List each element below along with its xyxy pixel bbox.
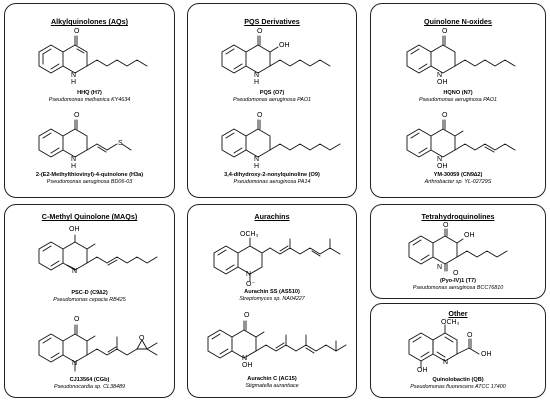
structure-quinolobactin	[408, 324, 480, 369]
atom-sulfur: S	[118, 140, 123, 147]
structure-pqs	[221, 35, 331, 74]
atom-oxygen: O	[442, 28, 448, 35]
structure-cj13564	[38, 324, 158, 372]
panel-other: Other OCH₃ O OH N OH Quinolobactin (QB) …	[370, 303, 546, 398]
structure-pyo-iv	[408, 228, 508, 272]
panel-title: Alkylquinolones (AQs)	[50, 17, 129, 26]
compound-name: Aurachin C (AC15)	[247, 376, 297, 382]
atom-carboxyl-hydroxyl: OH	[481, 351, 492, 358]
atom-oxygen: O	[257, 28, 263, 35]
structure-h3a	[38, 119, 132, 158]
compound-name: HHQ (H7)	[77, 90, 102, 96]
atom-oxygen: O	[442, 112, 448, 119]
panel-c-methyl-quinolones: C-Methyl Quinolone (MAQs) OH N PSC-D (C9…	[4, 204, 175, 398]
compound-source: Pseudonocardia sp. CL38489	[53, 384, 126, 390]
atom-nh: N	[437, 264, 443, 271]
atom-oxygen: O	[74, 112, 80, 119]
atom-oxygen: O	[443, 222, 449, 229]
compound-source: Pseudomonas fluorescens ATCC 17400	[410, 384, 506, 390]
structure-ym30059	[406, 119, 516, 158]
structure-aurachin-ss	[213, 237, 341, 282]
panel-title: Other	[448, 309, 468, 318]
atom-n-oxide: O⁻	[246, 281, 256, 288]
atom-methoxy: OCH₃	[240, 231, 259, 238]
compound-name: 2-(E2-Methylthiovinyl)-4-quinolone (H3a)	[35, 172, 144, 178]
compound-name: YM-30059 (CN9∆2)	[433, 172, 483, 178]
panel-title: Tetrahydroquinolines	[421, 212, 495, 221]
compound-source: Pseudomonas aeruginosa PAO1	[232, 97, 312, 103]
compound-name: (Pyo-IV)1 (T7)	[439, 278, 477, 284]
compound-name: HQNO (N7)	[443, 90, 473, 96]
panel-title: Aurachins	[254, 212, 290, 221]
atom-nitrogen: N	[72, 268, 78, 275]
atom-oxygen: O	[74, 316, 80, 323]
compound-name: Quinolobactin (QB)	[432, 377, 484, 383]
atom-oxygen: O	[244, 312, 250, 319]
atom-hydroxyl: OH	[69, 226, 80, 233]
compound-name: Aurachin SS (AS510)	[244, 289, 300, 295]
atom-oxygen: O	[74, 28, 80, 35]
structure-o9	[221, 119, 341, 158]
compound-source: Streptomyces sp. NA04227	[239, 296, 305, 302]
atom-nitrogen: N	[443, 359, 449, 366]
compound-name: PSC-D (C9∆2)	[71, 290, 108, 296]
compound-source: Stigmatella aurantiace	[245, 383, 299, 389]
compound-name: 3,4-dihydroxy-2-nonylquinoline (O9)	[224, 172, 320, 178]
compound-source: Pseudomonas methanica KY4634	[48, 97, 131, 103]
compound-source: Pseudomonas aeruginosa PA14	[233, 179, 311, 185]
compound-source: Pseudomonas cepacia RB425	[53, 297, 126, 303]
panel-aurachins: Aurachins OCH₃ N O⁻ Aurachin SS (AS510) …	[187, 204, 357, 398]
atom-oxygen: O	[257, 112, 263, 119]
panel-tetrahydroquinolines: Tetrahydroquinolines O OH N O (Pyo-IV)1 …	[370, 204, 546, 299]
atom-hydroxyl: OH	[464, 232, 475, 239]
atom-carboxyl-oxygen: O	[467, 332, 473, 339]
structure-psc-d	[38, 234, 158, 271]
panel-title: Quinolone N-oxides	[424, 17, 492, 26]
compound-name: PQS (O7)	[259, 90, 285, 96]
compound-source: Pseudomonas aeruginosa BCC76810	[412, 285, 504, 291]
panel-title: C-Methyl Quinolone (MAQs)	[41, 212, 138, 221]
atom-nitrogen: N	[246, 271, 252, 278]
atom-carbonyl-oxygen: O	[453, 270, 459, 277]
compound-source: Pseudomonas aeruginosa BD06-03	[46, 179, 133, 185]
structure-aurachin-c	[207, 320, 347, 359]
panel-title: PQS Derivatives	[244, 17, 300, 26]
atom-epoxide-oxygen: O	[139, 335, 145, 342]
compound-source: Arthrobacter sp. YL-02729S	[424, 179, 492, 185]
atom-nitrogen: N	[72, 360, 78, 367]
structure-hqno	[406, 35, 516, 74]
structure-hhq	[38, 35, 148, 74]
atom-hydroxyl: OH	[279, 42, 290, 49]
atom-phenol-hydroxyl: OH	[417, 367, 428, 374]
atom-methoxy: OCH₃	[441, 319, 460, 326]
compound-name: CJ13564 (CGb)	[69, 377, 110, 383]
compound-source: Pseudomonas aeruginosa PAO1	[418, 97, 498, 103]
